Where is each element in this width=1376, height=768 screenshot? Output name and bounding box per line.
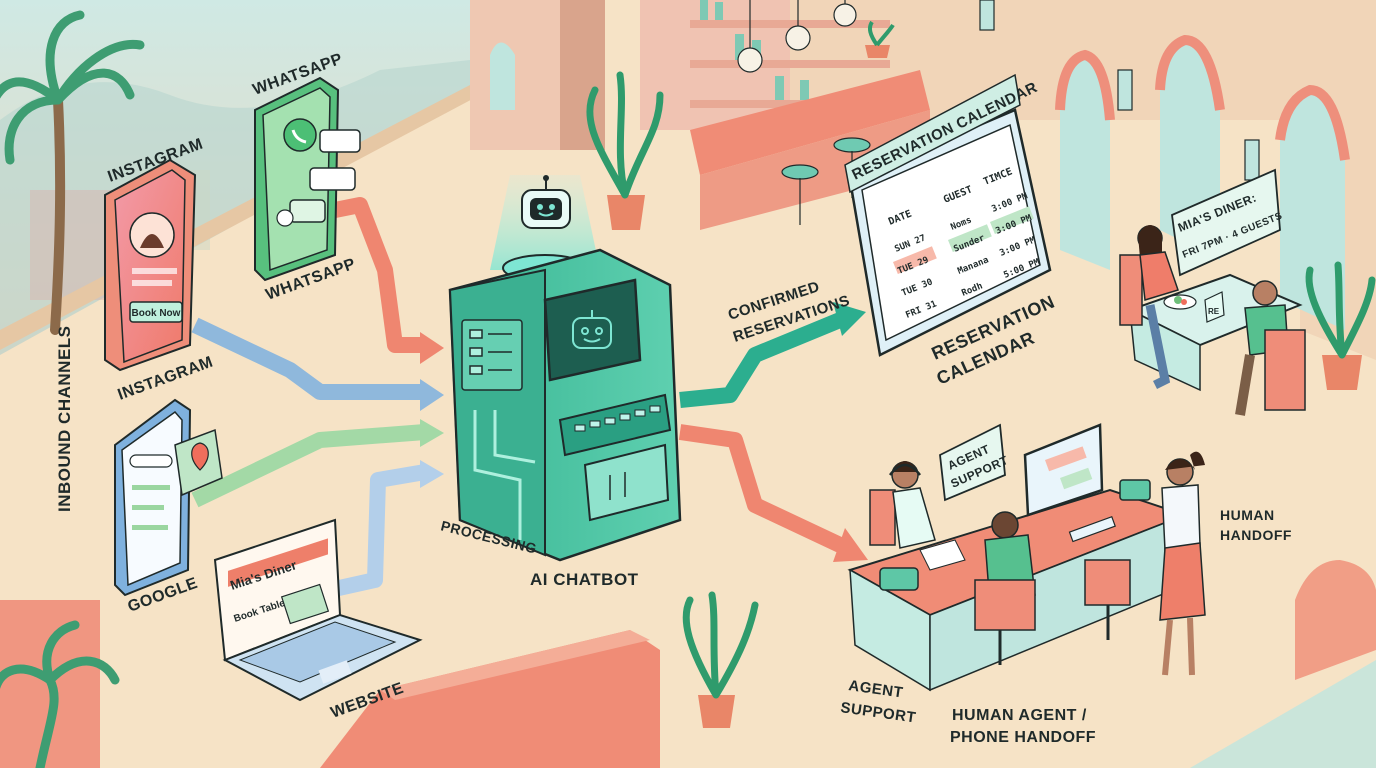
- chat-bubbles: [289, 129, 361, 223]
- arrow-instagram-head: [420, 379, 444, 411]
- arrow-whatsapp-to-chatbot: [333, 197, 425, 353]
- inbound-channels-label: INBOUND CHANNELS: [55, 326, 74, 513]
- book-now-button[interactable]: Book Now: [129, 301, 183, 323]
- human-handoff-line2: HANDOFF: [1220, 527, 1292, 543]
- desk-phone-icon: [879, 567, 919, 591]
- keyboard: [1068, 515, 1116, 543]
- arrow-agent-head: [833, 528, 868, 562]
- arrow-google-head: [420, 419, 444, 447]
- palm-tree-decor: [0, 10, 145, 768]
- ai-chatbot-kiosk: [448, 175, 682, 562]
- whatsapp-icon: [283, 118, 317, 152]
- reservation-calendar-tablet: RESERVATION CALENDAR DATE GUEST TIMCE SU…: [844, 73, 1052, 357]
- screen-robot-icon: [572, 310, 612, 349]
- google-phone: [114, 398, 223, 597]
- contact-avatar: [276, 209, 294, 227]
- plant-decor: [586, 20, 1376, 728]
- search-bar: [129, 454, 173, 468]
- calendar-row[interactable]: TUE 29 Sunder 3:00 PM: [893, 206, 1034, 277]
- book-now-label: Book Now: [132, 308, 181, 319]
- human-agent-line1: HUMAN AGENT /: [952, 707, 1087, 724]
- instagram-phone: Book Now: [104, 158, 197, 372]
- chatbot-screen: [543, 278, 642, 382]
- arrow-google-to-chatbot: [191, 424, 426, 508]
- ai-chatbot-label: AI CHATBOT: [530, 570, 639, 589]
- robot-head-icon: [521, 175, 571, 229]
- whatsapp-phone: [254, 76, 361, 282]
- booking-form[interactable]: [280, 583, 330, 625]
- arrow-chatbot-to-agent: [678, 424, 844, 553]
- agent-support-desk: AGENT SUPPORT: [847, 423, 1206, 692]
- arrow-website-head: [420, 460, 444, 488]
- arrow-website-to-chatbot: [328, 464, 427, 598]
- website-laptop: Mia's Diner Book Table: [213, 518, 423, 702]
- flow-arrows: [191, 197, 868, 598]
- headset-icon: [889, 463, 921, 476]
- map-pin-icon: [174, 428, 223, 497]
- trackpad: [318, 660, 352, 684]
- table-sign: RE: [1208, 307, 1220, 316]
- human-agent-line2: PHONE HANDOFF: [950, 729, 1096, 746]
- arrow-chatbot-to-calendar: [679, 312, 844, 408]
- arrow-whatsapp-head: [420, 332, 444, 364]
- arrow-calendar-head: [833, 302, 866, 336]
- arrow-instagram-to-chatbot: [191, 317, 425, 400]
- agent-support-bubble: AGENT SUPPORT: [939, 423, 1011, 502]
- human-handoff-line1: HUMAN: [1220, 507, 1275, 523]
